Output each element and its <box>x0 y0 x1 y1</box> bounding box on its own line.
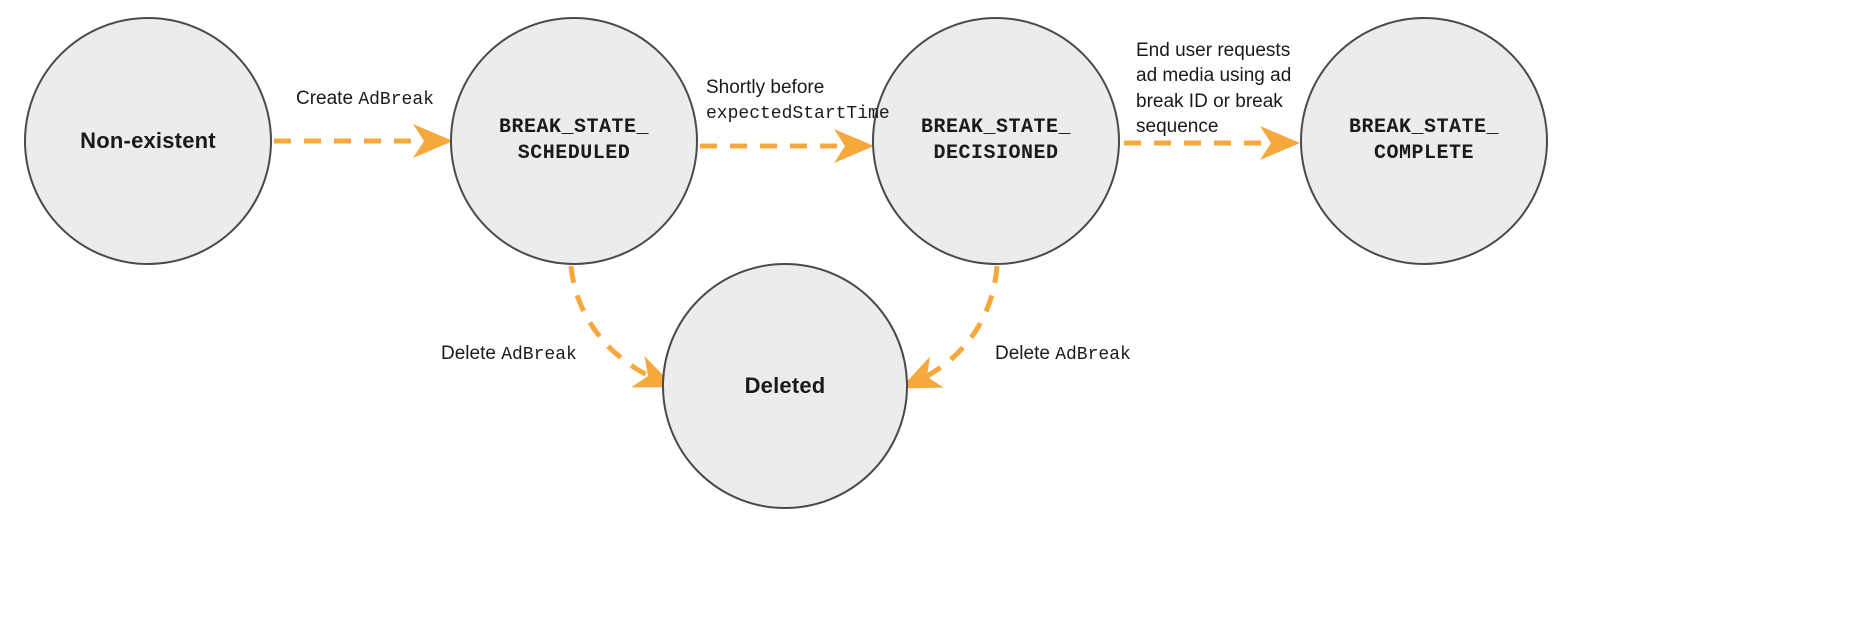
edge-label-create-adbreak: Create AdBreak <box>296 88 434 110</box>
state-node-break-state-decisioned[interactable]: BREAK_STATE_DECISIONED <box>872 17 1120 265</box>
edge-label-delete-adbreak-from-scheduled: Delete AdBreak <box>441 343 577 365</box>
state-node-break-state-complete[interactable]: BREAK_STATE_COMPLETE <box>1300 17 1548 265</box>
state-node-break-state-scheduled[interactable]: BREAK_STATE_SCHEDULED <box>450 17 698 265</box>
edge-delete-adbreak-from-decisioned <box>900 265 1000 389</box>
state-node-label: Non-existent <box>80 128 216 154</box>
state-node-label: BREAK_STATE_COMPLETE <box>1348 115 1500 165</box>
edge-label-delete-adbreak-from-decisioned: Delete AdBreak <box>995 343 1131 365</box>
state-node-label: BREAK_STATE_DECISIONED <box>920 115 1072 165</box>
state-node-deleted[interactable]: Deleted <box>662 263 908 509</box>
state-node-non-existent[interactable]: Non-existent <box>24 17 272 265</box>
state-node-label: BREAK_STATE_SCHEDULED <box>498 115 650 165</box>
state-node-label: Deleted <box>744 373 826 399</box>
edge-delete-adbreak-from-scheduled <box>568 265 675 388</box>
